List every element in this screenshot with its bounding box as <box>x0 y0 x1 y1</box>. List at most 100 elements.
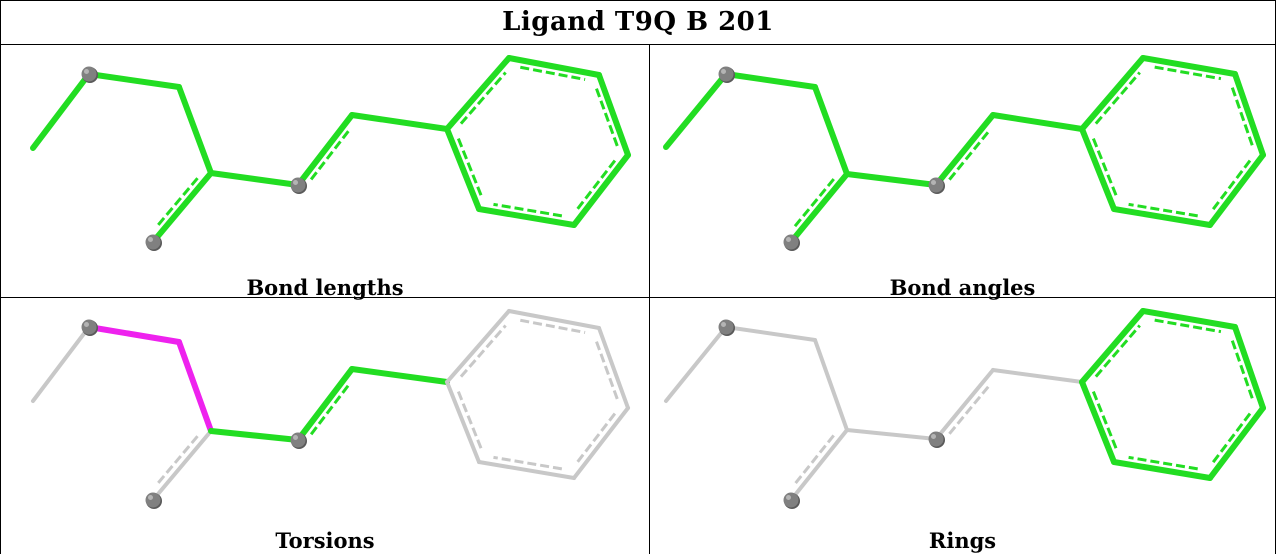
ring-bond-3-second <box>1210 159 1252 212</box>
ring-bond-1 <box>507 309 601 330</box>
ring-bond-4 <box>476 206 577 228</box>
panel-caption-bond-angles: Bond angles <box>889 275 1036 300</box>
bond-b23 <box>813 338 849 432</box>
atom-5 <box>928 177 944 193</box>
bond-b67 <box>990 112 1085 132</box>
molecule-diagram-rings <box>664 308 1266 509</box>
ring-bond-5-second <box>456 390 483 449</box>
ring-bond-4-second <box>493 455 563 471</box>
atom-5 <box>928 431 944 447</box>
ring-bond-0-second <box>459 71 507 125</box>
atom-1 <box>81 66 97 82</box>
ring-bond-2 <box>1232 324 1266 411</box>
atom-1-highlight <box>84 322 89 327</box>
atom-5-highlight <box>293 435 298 440</box>
atom-4 <box>145 492 161 508</box>
panel-torsions: Torsions <box>1 298 649 554</box>
bond-b01 <box>664 325 728 403</box>
panel-caption-bond-lengths: Bond lengths <box>246 275 404 300</box>
bond-b34 <box>151 429 213 502</box>
bond-b23 <box>176 339 214 434</box>
atom-4-highlight <box>786 495 791 500</box>
molecule-diagram-torsions <box>31 309 630 509</box>
bond-b01 <box>30 71 92 151</box>
atom-4 <box>145 234 161 250</box>
ring-bond-1-second <box>520 65 586 81</box>
bond-b01 <box>31 325 91 403</box>
title-divider <box>0 44 1276 45</box>
atom-1-highlight <box>721 322 726 327</box>
panel-bond-lengths: Bond lengths <box>1 45 649 300</box>
bond-b56-second <box>948 128 992 181</box>
panel-caption-rings: Rings <box>928 528 997 553</box>
atom-5-highlight <box>931 434 936 439</box>
ring-bond-1-second <box>1154 65 1222 81</box>
bond-b56 <box>933 112 996 188</box>
ring-bond-4 <box>1111 459 1213 481</box>
ring-bond-3-second <box>574 412 617 465</box>
bond-b12 <box>86 324 182 345</box>
panel-bond-angles: Bond angles <box>650 45 1275 300</box>
ring-bond-5-second <box>1091 390 1118 449</box>
bond-b56 <box>295 112 355 188</box>
ring-bond-3 <box>1207 152 1266 228</box>
ring-bond-2 <box>1232 71 1266 158</box>
panel-caption-torsions: Torsions <box>275 528 375 553</box>
bond-b12 <box>723 71 818 90</box>
ring-bond-1-second <box>1154 318 1222 334</box>
ring-bond-1 <box>1140 55 1238 77</box>
row-divider <box>0 297 1276 298</box>
bond-b56 <box>295 366 355 443</box>
ring-bond-3-second <box>1210 412 1252 465</box>
bond-b12 <box>86 71 182 90</box>
bond-b35 <box>208 170 301 188</box>
ring-bond-3-second <box>574 159 617 212</box>
ring-bond-1 <box>1140 308 1238 330</box>
atom-1 <box>718 319 734 335</box>
ring-bond-5-second <box>1091 137 1118 196</box>
ring-bond-3 <box>1207 405 1266 481</box>
atom-1-highlight <box>84 69 89 74</box>
bond-b67 <box>349 366 450 385</box>
bond-b12 <box>724 325 817 342</box>
ring-bond-0 <box>444 55 512 132</box>
ligand-title: Ligand T9Q B 201 <box>502 7 774 37</box>
bond-b56-second <box>948 383 992 435</box>
bond-b34-second <box>154 435 199 487</box>
bond-b34-second <box>154 177 199 229</box>
atom-1-highlight <box>721 69 726 74</box>
bond-b23 <box>176 84 214 176</box>
ring-bond-4 <box>1111 206 1213 228</box>
atom-5 <box>290 177 306 193</box>
ring-bond-5 <box>445 380 481 464</box>
ring-bond-0-second <box>459 324 507 378</box>
ring-bond-2-second <box>1230 87 1254 147</box>
atom-5-highlight <box>293 180 298 185</box>
ring-bond-5 <box>1079 379 1117 465</box>
ring-bond-5 <box>1079 126 1117 212</box>
ring-bond-0-second <box>1094 324 1141 378</box>
ring-bond-0-second <box>1094 71 1141 125</box>
ring-bond-2 <box>596 72 631 158</box>
table-title-row: Ligand T9Q B 201 <box>0 0 1276 44</box>
atom-1 <box>81 319 97 335</box>
atom-5-highlight <box>931 180 936 185</box>
ring-bond-4-second <box>493 202 563 218</box>
atom-4-highlight <box>786 237 791 242</box>
molecule-diagram-bond-angles <box>663 55 1266 251</box>
ring-bond-3 <box>571 152 631 228</box>
bond-b01 <box>663 71 729 150</box>
panel-rings: Rings <box>650 298 1275 554</box>
ring-bond-4 <box>477 460 576 480</box>
ring-bond-2 <box>597 326 630 410</box>
ring-bond-3 <box>572 406 630 480</box>
ring-bond-5-second <box>456 137 483 196</box>
bond-b23 <box>812 84 850 177</box>
atom-5 <box>290 432 306 448</box>
ring-bond-1 <box>506 55 602 78</box>
bond-b35 <box>845 428 938 441</box>
ring-bond-4-second <box>1128 202 1198 218</box>
atom-4-highlight <box>148 495 153 500</box>
bond-b34-second <box>792 178 835 229</box>
